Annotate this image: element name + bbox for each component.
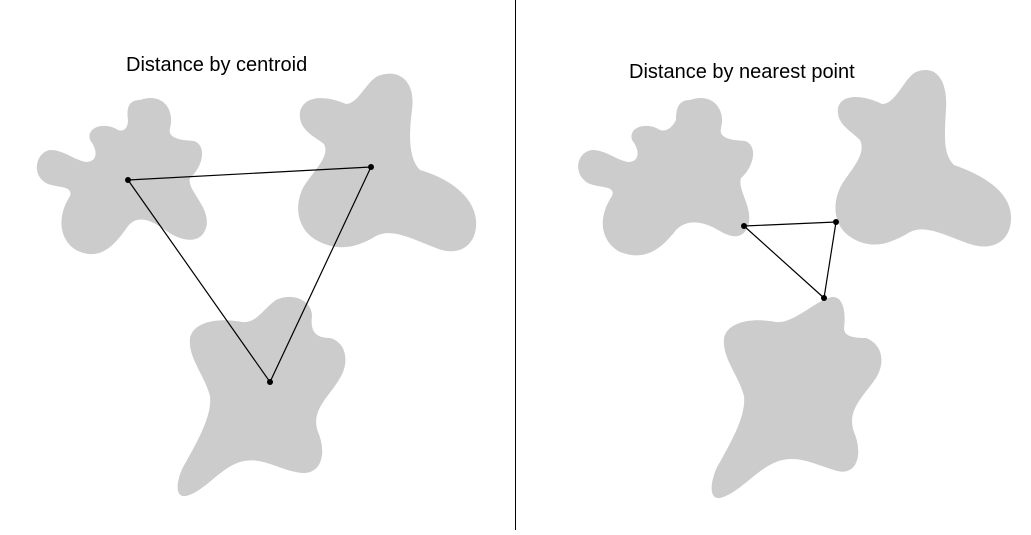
edge-top-right-to-bottom [823,221,837,299]
centroid-triangle [127,166,372,383]
centroid-diagram [36,73,477,497]
edge-bottom-to-top-left [743,225,825,299]
nearest-point-bottom [821,295,827,301]
nearest-point-top-right [833,219,839,225]
blob-bottom [177,296,346,497]
panel-divider [515,0,516,530]
centroid-panel: Distance by centroid [0,0,515,535]
centroid-point-top-right [368,164,374,170]
blob-top-right [835,69,1012,247]
blob-top-right [298,73,477,252]
nearest-point-top-left [741,223,747,229]
edge-top-right-to-bottom [269,166,372,383]
blob-bottom [711,296,882,499]
nearest-point-panel: Distance by nearest point [516,0,1031,535]
centroid-point-top-left [125,177,131,183]
blob-top-left [36,98,207,255]
nearest-point-triangle [743,221,837,299]
nearest-point-title: Distance by nearest point [629,61,855,83]
blob-top-left [578,98,754,256]
nearest-point-diagram [578,69,1012,499]
edge-top-left-to-top-right [127,166,372,181]
edge-top-left-to-top-right [743,221,837,227]
centroid-point-bottom [267,379,273,385]
edge-bottom-to-top-left [127,179,271,383]
centroid-title: Distance by centroid [126,54,308,76]
